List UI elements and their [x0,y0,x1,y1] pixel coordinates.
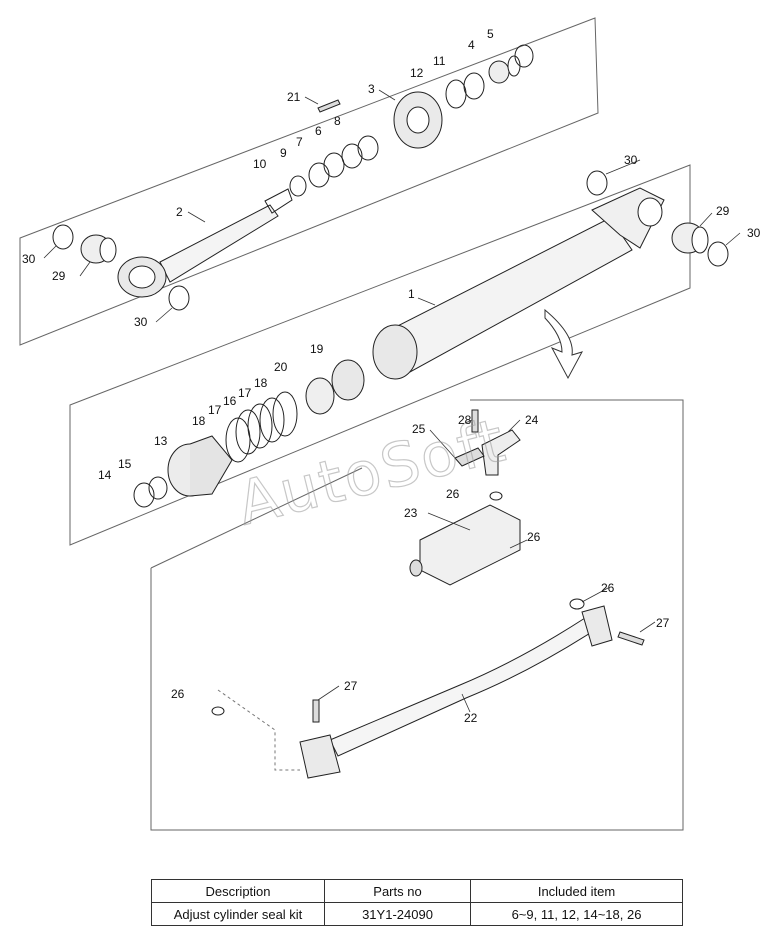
callout-26-b: 26 [527,530,541,544]
callout-30-b: 30 [134,315,148,329]
table-header-row: Description Parts no Included item [151,879,683,903]
callout-6: 6 [315,124,322,138]
header-description: Description [151,879,325,903]
callout-18-a: 18 [192,414,206,428]
ring-20 [305,377,335,415]
callout-17-b: 17 [238,386,252,400]
callout-7: 7 [296,135,303,149]
callout-28: 28 [458,413,472,427]
oring-26-b [569,598,585,610]
callout-9: 9 [280,146,287,160]
elbow-24 [481,429,521,476]
header-parts-no: Parts no [324,879,471,903]
callout-25: 25 [412,422,426,436]
seal-6 [341,143,363,169]
callout-18-b: 18 [254,376,268,390]
callout-22: 22 [464,711,478,725]
cell-description: Adjust cylinder seal kit [151,902,325,926]
callout-30-a: 30 [22,252,36,266]
bolt-21 [317,99,341,113]
oring-26-c [211,706,225,716]
direction-arrow [544,308,584,380]
callout-8: 8 [334,114,341,128]
pipe-22 [299,605,613,779]
callout-10: 10 [253,157,267,171]
bushing-29-b [671,222,709,254]
ring-12 [445,79,467,109]
seal-7 [323,152,345,178]
ring-14 [133,482,155,508]
callout-20: 20 [274,360,288,374]
cell-parts-no: 31Y1-24090 [324,902,471,926]
ring-5 [514,44,534,68]
callout-12: 12 [410,66,424,80]
callout-29-a: 29 [52,269,66,283]
upper-frame [19,17,599,346]
callout-15: 15 [118,457,132,471]
callout-1: 1 [408,287,415,301]
cylinder-tube-part-1 [372,187,665,380]
piston-rod-part-2 [117,188,293,298]
dashed-guide [217,689,300,771]
callout-19: 19 [310,342,324,356]
flange-25 [454,447,485,467]
nut-19 [331,359,365,401]
oring-26-a [489,491,503,501]
callout-11: 11 [433,54,446,68]
seal-18-b [272,391,298,437]
ring-30-a [52,224,74,250]
ring-30-b [168,285,190,311]
bolt-27-a [617,631,645,646]
seal-10 [289,175,307,197]
piston-13 [167,435,233,497]
rod-cover-part-3 [393,91,443,149]
callout-26-d: 26 [171,687,185,701]
bolt-27-b [312,699,320,723]
ring-15 [148,476,168,500]
ring-30-c [586,170,608,196]
table-row: Adjust cylinder seal kit 31Y1-24090 6~9,… [151,902,683,926]
callout-3: 3 [368,82,375,96]
seal-18-a [225,417,251,463]
callout-4: 4 [468,38,475,52]
callout-21: 21 [287,90,301,104]
callout-24: 24 [525,413,539,427]
valve-block-23 [409,504,521,586]
exploded-parts-diagram: AutoSoft 1 2 3 4 5 6 7 8 9 10 11 12 13 1… [19,17,761,831]
seal-8 [357,135,379,161]
seal-17-a [235,409,261,455]
callout-29-b: 29 [716,204,730,218]
header-included-item: Included item [470,879,683,903]
callout-16: 16 [223,394,237,408]
callout-27-b: 27 [344,679,358,693]
bushing-29-a [80,234,117,264]
ring-11 [463,72,485,100]
callout-27-a: 27 [656,616,670,630]
callout-13: 13 [154,434,168,448]
callout-26-c: 26 [601,581,615,595]
middle-frame [69,164,691,546]
seal-kit-table: Description Parts no Included item Adjus… [151,879,683,926]
seal-17-b [259,397,285,443]
callout-26-a: 26 [446,487,460,501]
ring-30-d [707,241,729,267]
seal-16 [247,403,273,449]
callout-14: 14 [98,468,112,482]
callout-17-a: 17 [208,403,222,417]
seal-9 [308,162,330,188]
callout-23: 23 [404,506,418,520]
callout-5: 5 [487,27,494,41]
callout-30-d: 30 [747,226,761,240]
lower-frame [150,399,684,831]
callout-30-c: 30 [624,153,638,167]
cell-included-item: 6~9, 11, 12, 14~18, 26 [470,902,683,926]
callout-2: 2 [176,205,183,219]
bolt-28 [471,409,479,433]
